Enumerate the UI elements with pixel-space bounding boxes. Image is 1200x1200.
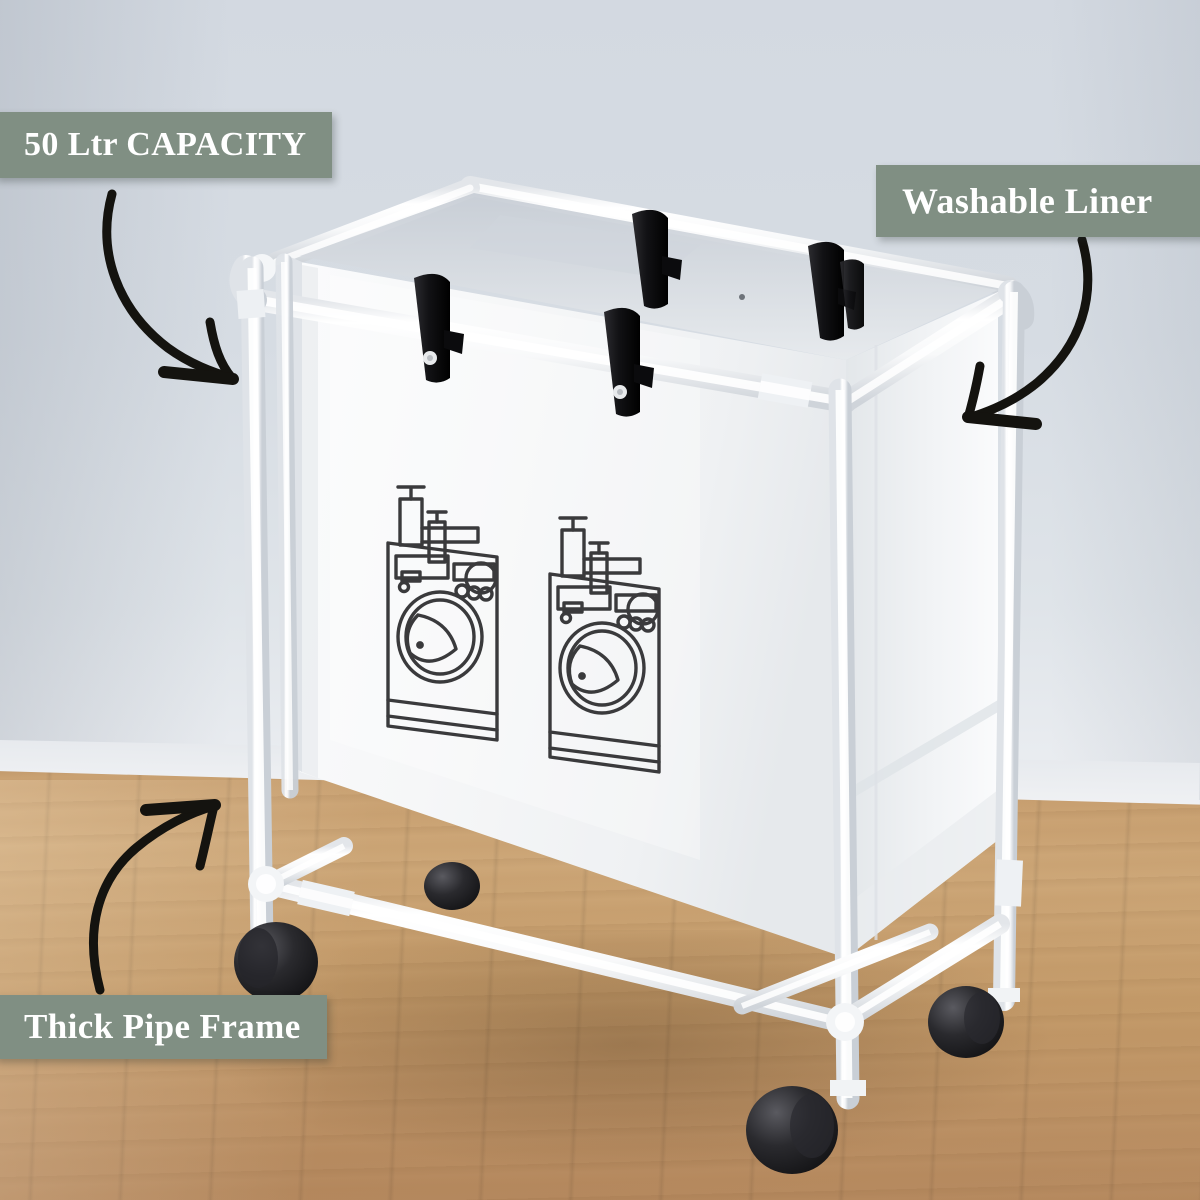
frame-joint-bottom-right-tee — [826, 1003, 864, 1041]
callout-label-frame: Thick Pipe Frame — [24, 1007, 301, 1046]
callout-label-capacity: 50 Ltr CAPACITY — [24, 126, 307, 163]
strap-2 — [604, 307, 654, 417]
frame-leg-front-right — [828, 378, 860, 1110]
liner-side-panel — [846, 292, 998, 958]
liner-side-fold-diagonal — [846, 700, 998, 802]
strap-1 — [414, 273, 464, 383]
callout-label-liner: Washable Liner — [902, 181, 1153, 221]
frame-leg-rear-right — [993, 281, 1025, 1011]
callout-banner-frame: Thick Pipe Frame — [0, 995, 327, 1059]
liner-front-fold-left — [302, 265, 318, 778]
frame-top-front-rail — [247, 289, 857, 413]
frame-bottom-cross-brace — [733, 923, 939, 1015]
frame-leg-rear-left — [275, 253, 299, 799]
washing-machine-print-right — [548, 516, 661, 774]
liner-side-fold-triangle — [846, 790, 998, 958]
liner-grommet — [739, 294, 745, 300]
caster-rear-left — [424, 862, 480, 910]
callout-banner-liner: Washable Liner — [876, 165, 1200, 237]
caster-front-right — [746, 1080, 866, 1174]
frame-leg-front-left — [236, 256, 274, 956]
strap-5 — [840, 259, 864, 330]
frame-joint-bottom-left-tee — [248, 866, 284, 902]
caster-front-left — [234, 922, 318, 1002]
strap-3 — [632, 209, 682, 309]
washing-machine-print-left — [386, 485, 499, 742]
frame-top-rear-rail — [266, 176, 1018, 296]
caster-rear-right — [928, 986, 1020, 1058]
frame-bottom-right-rail — [832, 914, 1010, 1032]
callout-banner-capacity: 50 Ltr CAPACITY — [0, 112, 333, 178]
